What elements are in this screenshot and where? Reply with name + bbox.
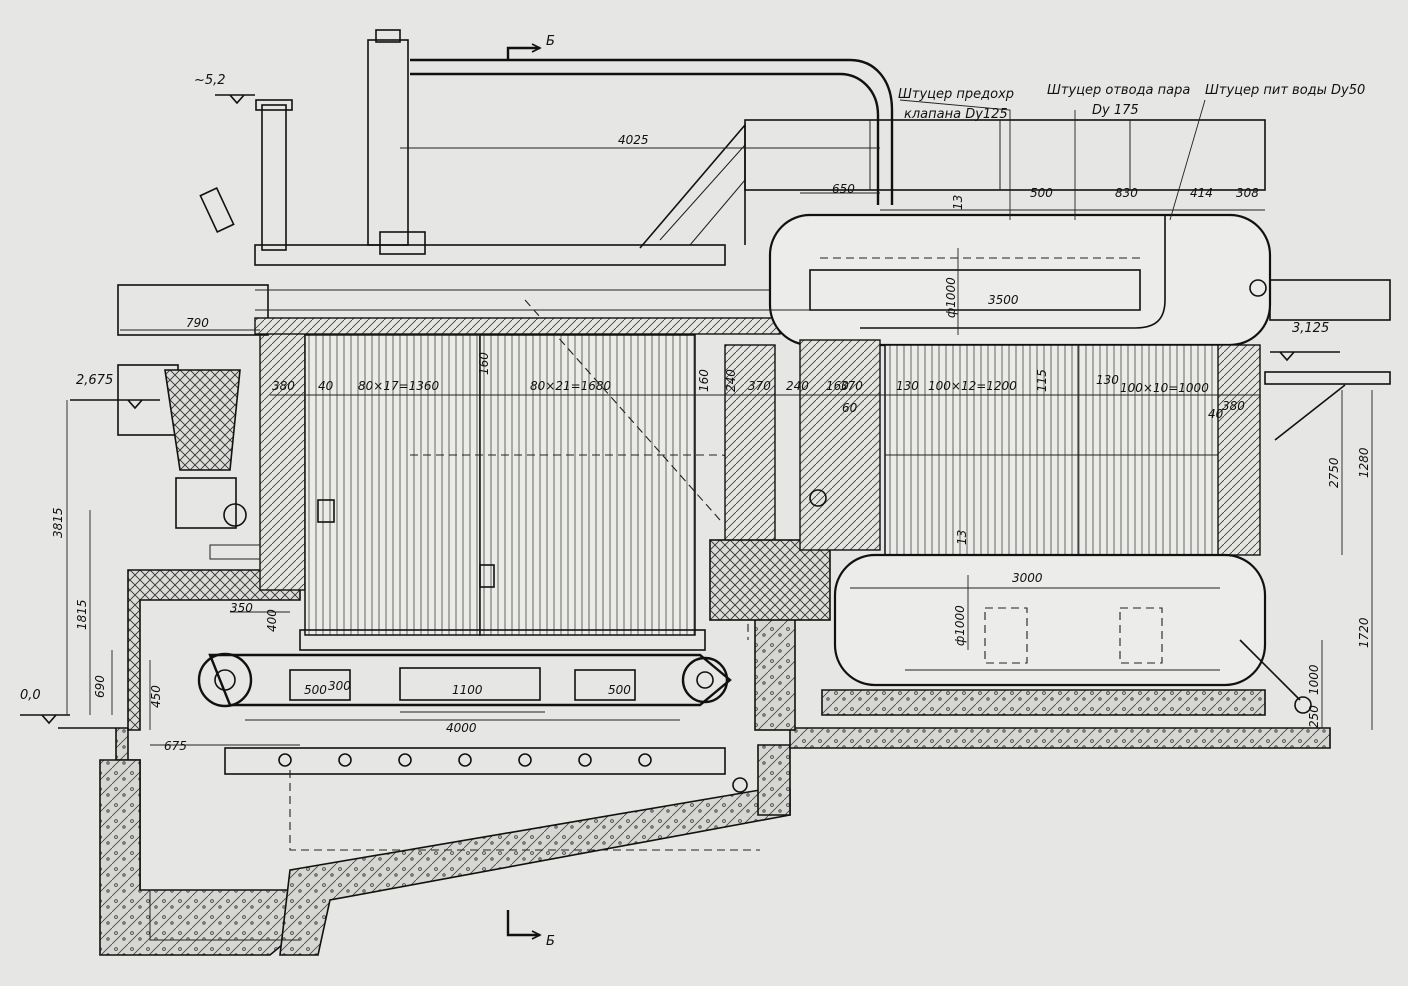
dim-160b: 160 (697, 369, 711, 392)
dim-675: 675 (164, 739, 187, 753)
dim-500b: 500 (304, 683, 327, 697)
level-marks: ~5,2 2,675 3,125 0,0 (20, 73, 1340, 725)
steam-riser (367, 29, 894, 255)
dim-1815: 1815 (75, 599, 89, 630)
dim-400: 400 (265, 609, 279, 632)
dim-250: 250 (1307, 705, 1321, 728)
chain-grate-stoker (197, 652, 760, 851)
dim-13b: 13 (955, 530, 969, 545)
fitting-callouts: Штуцер предохр клапана Dу125 Штуцер отво… (898, 83, 1365, 221)
dim-3815: 3815 (51, 507, 65, 538)
steam-outlet-label-1: Штуцер отвода пара (1047, 83, 1190, 98)
flue-duct (639, 119, 1266, 249)
dim-40b: 40 (1208, 407, 1224, 421)
dim-40a: 40 (318, 379, 334, 393)
support-rollers (278, 753, 748, 793)
dim-pitch1: 80×17=1360 (358, 379, 440, 393)
dim-350: 350 (230, 601, 253, 615)
convection-tube-bank (809, 344, 1261, 556)
dim-2750: 2750 (1327, 457, 1341, 488)
dim-60: 60 (842, 401, 858, 415)
dim-308: 308 (1236, 186, 1259, 200)
dim-160a: 160 (477, 352, 491, 375)
upper-drum (768, 213, 1272, 347)
dim-3500: 3500 (988, 293, 1019, 307)
lower-drum (833, 553, 1312, 714)
safety-valve-label-2: клапана Dу125 (904, 107, 1008, 122)
dimension-texts: 4025 650 500 830 414 308 13 ф1000 3500 7… (51, 133, 1371, 753)
level-ground: 0,0 (20, 688, 41, 703)
safety-valve-label-1: Штуцер предохр (898, 87, 1014, 102)
dim-130b: 130 (1096, 373, 1119, 387)
dim-4000: 4000 (446, 721, 477, 735)
dim-450: 450 (149, 685, 163, 708)
dim-370a: 370 (748, 379, 771, 393)
dim-380b: 380 (1222, 399, 1245, 413)
dimension-lines (66, 147, 1373, 746)
dim-1720: 1720 (1357, 617, 1371, 648)
rear-sprocket (681, 656, 729, 704)
dim-1280: 1280 (1357, 447, 1371, 478)
dim-240a: 240 (724, 369, 738, 392)
steam-outlet-label-2: Dу 175 (1092, 103, 1139, 118)
dim-115: 115 (1035, 369, 1049, 392)
dim-500a: 500 (1030, 186, 1053, 200)
right-platform (1264, 279, 1391, 441)
dim-phi1000-upper: ф1000 (944, 277, 958, 318)
dim-phi1000-lower: ф1000 (953, 605, 967, 646)
section-marks: Б Б (506, 34, 555, 949)
dim-3000: 3000 (1012, 571, 1043, 585)
upper-collector (254, 244, 781, 335)
dim-pitch3: 100×12=1200 (928, 379, 1017, 393)
foundation (58, 689, 1331, 956)
section-mark-top: Б (546, 34, 555, 49)
dim-1100: 1100 (452, 683, 483, 697)
section-mark-bottom: Б (546, 934, 555, 949)
furnace-tube-walls (299, 299, 749, 651)
dim-160c: 160 (826, 379, 849, 393)
level-right: 3,125 (1292, 321, 1329, 336)
feed-water-label: Штуцер пит воды Dу50 (1205, 83, 1365, 98)
dim-370b: 370 (840, 379, 863, 393)
front-sprocket (197, 652, 253, 708)
separation-wall (709, 339, 881, 731)
front-wall (117, 284, 306, 731)
dim-13a: 13 (951, 195, 965, 210)
dim-380a: 380 (272, 379, 295, 393)
dim-1000: 1000 (1307, 664, 1321, 695)
dim-130a: 130 (896, 379, 919, 393)
dim-pitch4: 100×10=1000 (1120, 381, 1209, 395)
dim-4025: 4025 (618, 133, 649, 147)
dim-240b: 240 (786, 379, 809, 393)
dim-790: 790 (186, 316, 209, 330)
dim-650: 650 (832, 182, 855, 196)
dim-690: 690 (93, 675, 107, 698)
fuel-hopper (164, 369, 261, 560)
level-top: ~5,2 (194, 73, 226, 88)
dim-pitch2: 80×21=1680 (530, 379, 612, 393)
dim-300: 300 (328, 679, 351, 693)
chimney (199, 99, 293, 251)
dim-500c: 500 (608, 683, 631, 697)
level-side-upper: 2,675 (76, 373, 113, 388)
dim-414: 414 (1190, 186, 1213, 200)
dim-830: 830 (1115, 186, 1138, 200)
